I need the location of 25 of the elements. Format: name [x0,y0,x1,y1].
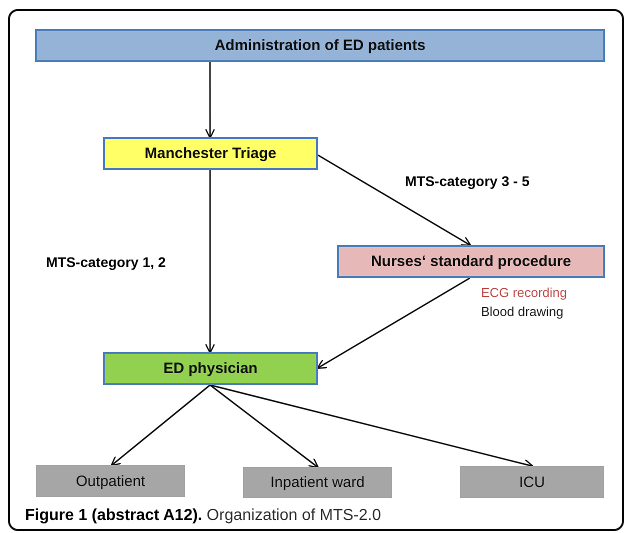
arrow [316,277,470,369]
box-label: Manchester Triage [144,145,276,162]
box-label: ICU [519,474,545,490]
box-label: ED physician [163,360,258,377]
arrow [204,170,216,354]
step-note: ECG recording [481,285,567,300]
edge-label: MTS-category 1, 2 [44,254,168,270]
box-label: Inpatient ward [270,474,365,491]
box-label: Outpatient [76,472,146,490]
outcome-box [243,467,392,498]
step-note: Blood drawing [481,304,564,319]
arrow [210,384,319,468]
process-box [103,352,318,385]
process-box [103,137,318,170]
box-label: Administration of ED patients [214,37,426,54]
process-box [35,29,605,62]
outcome-box [36,465,185,497]
process-box [337,245,605,278]
box-label: Nurses‘ standard procedure [370,253,572,270]
arrow [204,62,216,139]
arrow [318,154,472,246]
arrow [110,384,211,466]
edge-label: MTS-category 3 - 5 [403,173,532,189]
figure-caption: Figure 1 (abstract A12). Organization of MTS-2.0 [25,507,381,525]
outcome-box [460,466,604,498]
